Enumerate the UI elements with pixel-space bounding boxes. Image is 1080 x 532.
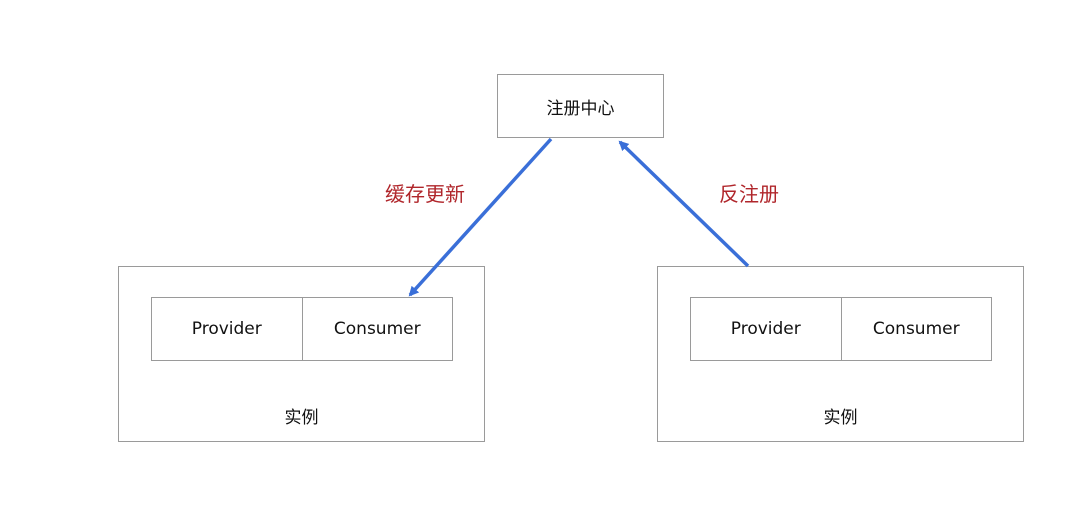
instance-label: 实例 xyxy=(284,408,319,428)
instance-right-components: Provider Consumer xyxy=(690,297,992,361)
consumer-cell: Consumer xyxy=(301,298,453,360)
instance-right: Provider Consumer 实例 xyxy=(657,266,1024,442)
provider-cell: Provider xyxy=(730,319,801,339)
instance-label: 实例 xyxy=(823,408,858,428)
cache-update-label: 缓存更新 xyxy=(385,182,465,206)
provider-cell: Provider xyxy=(191,319,262,339)
consumer-cell: Consumer xyxy=(840,298,992,360)
unregister-label: 反注册 xyxy=(719,182,779,206)
registry-center-node: 注册中心 xyxy=(497,74,664,138)
instance-left-components: Provider Consumer xyxy=(151,297,453,361)
registry-center-label: 注册中心 xyxy=(546,98,615,119)
instance-left: Provider Consumer 实例 xyxy=(118,266,485,442)
